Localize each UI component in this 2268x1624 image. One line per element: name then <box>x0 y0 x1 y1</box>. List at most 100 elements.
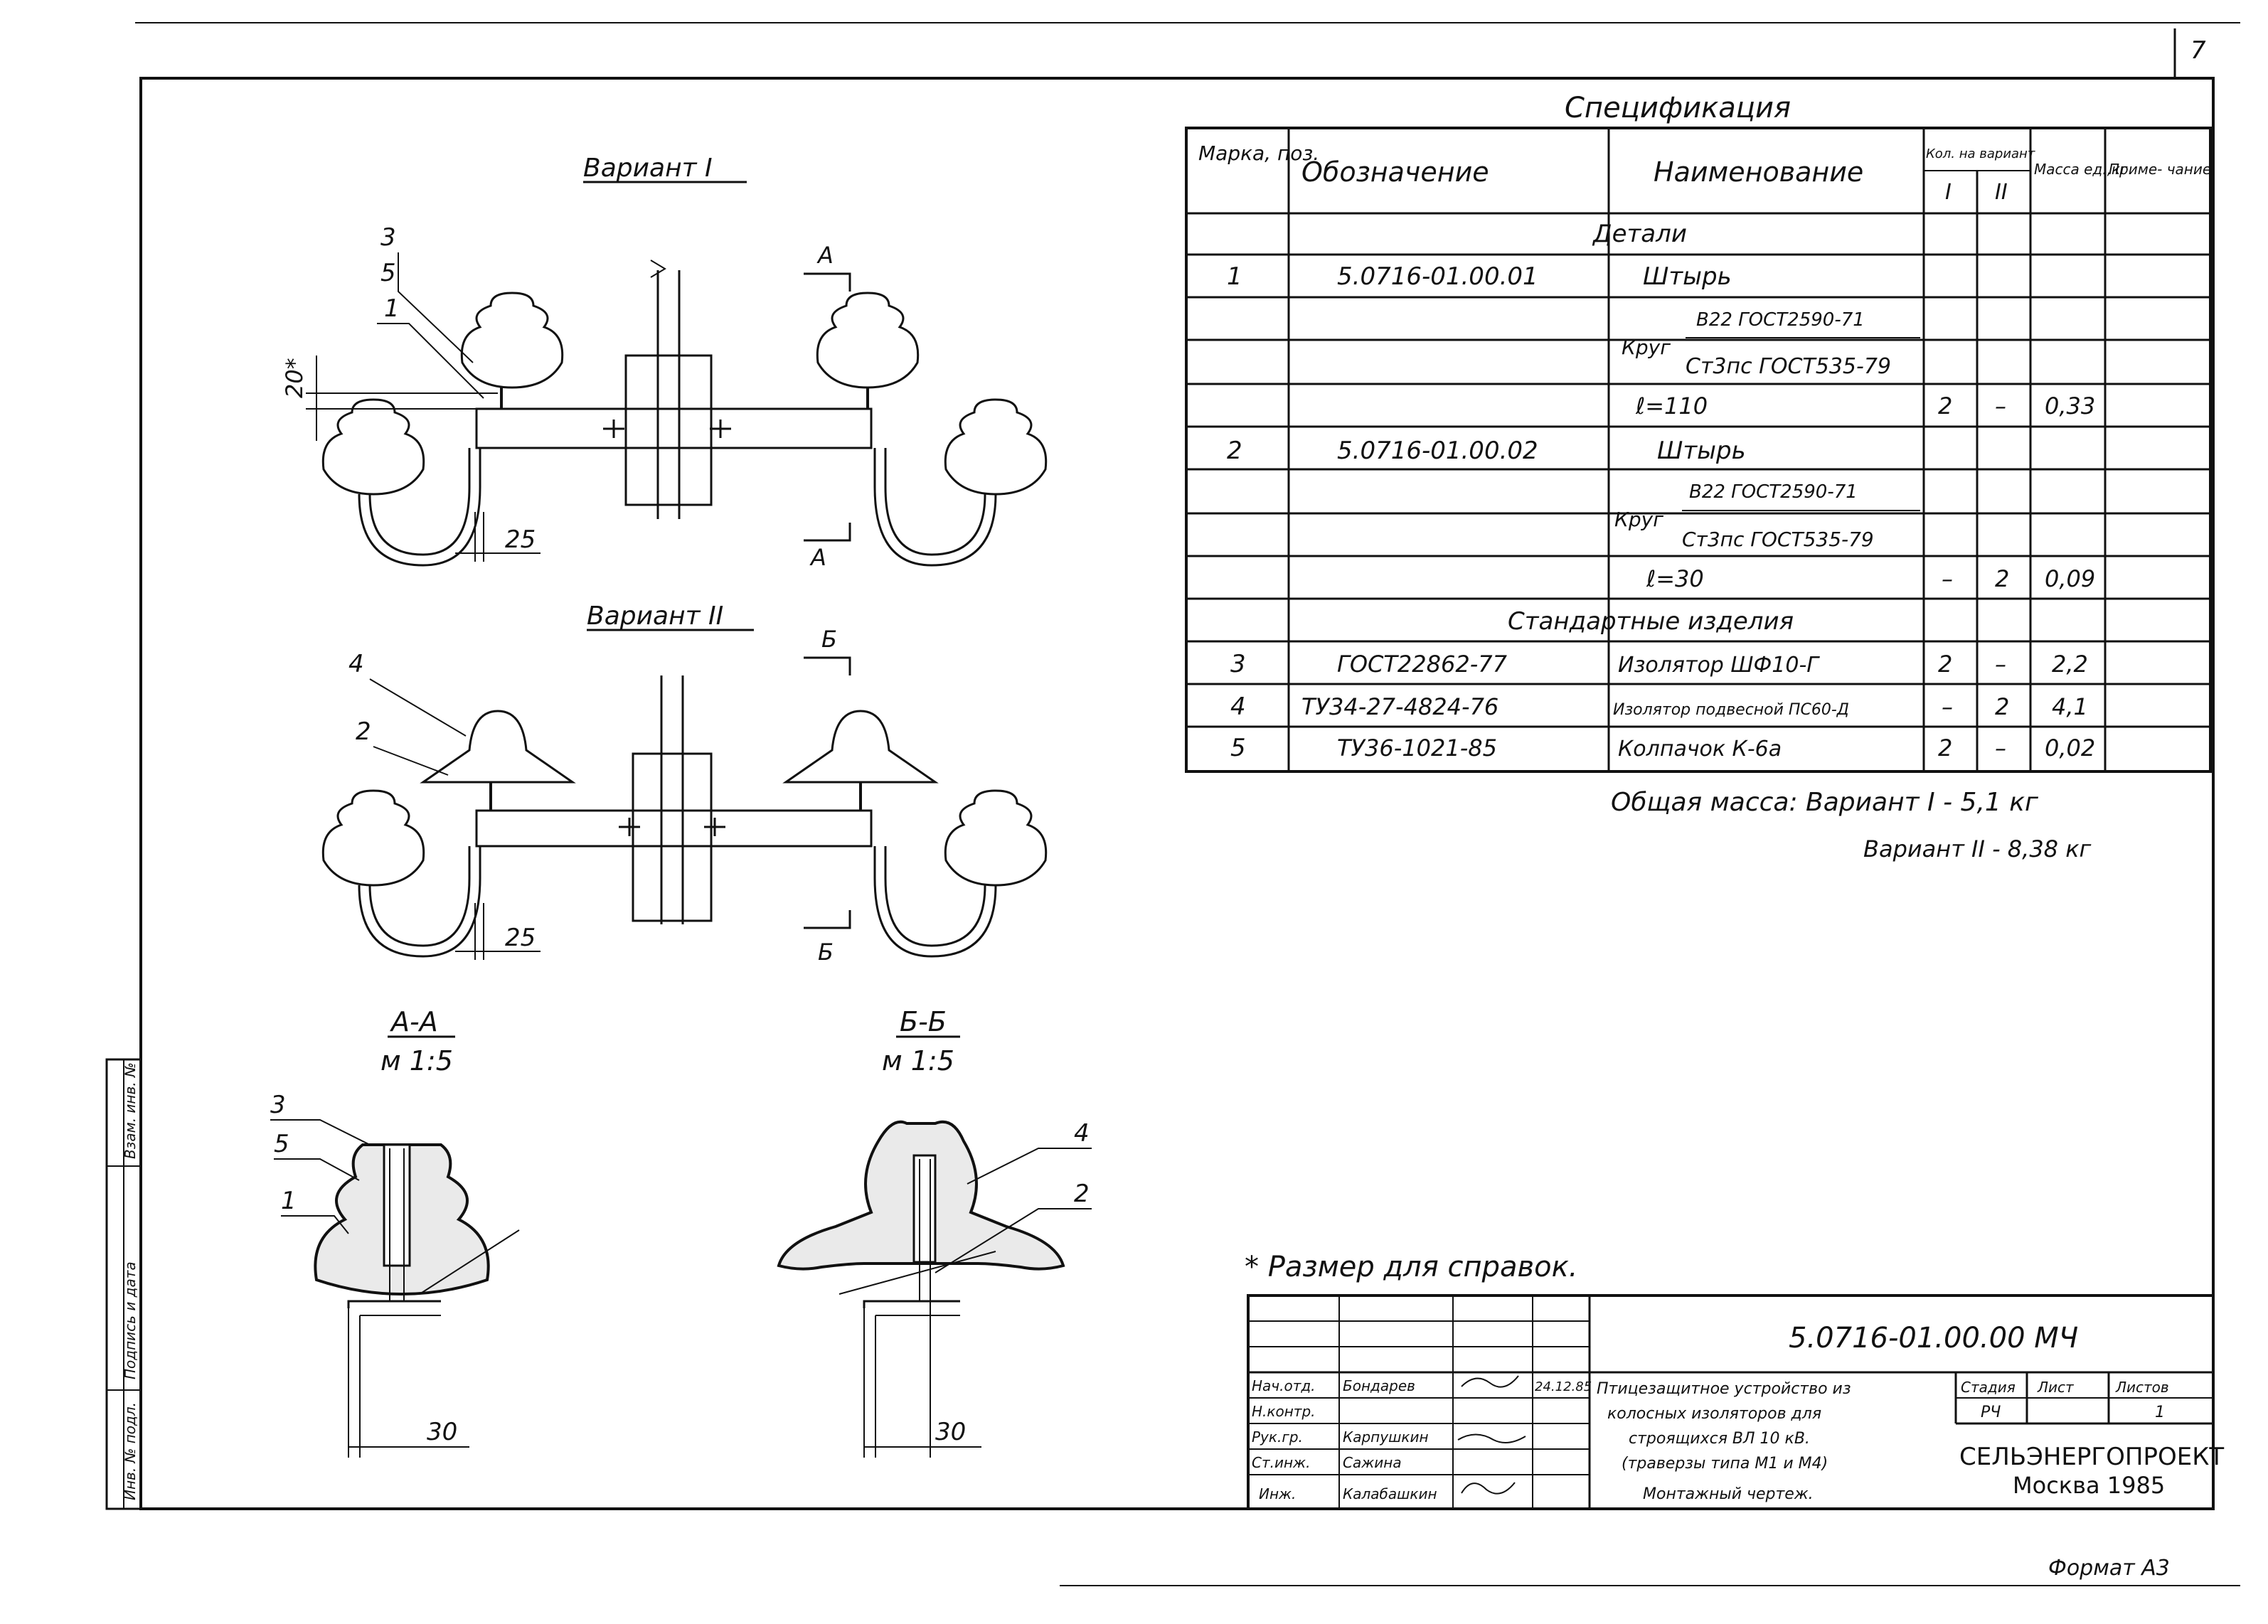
r7-designation: ГОСТ22862-77 <box>1337 651 1508 678</box>
callout-5-v1: 5 <box>380 259 396 287</box>
signature-1 <box>1461 1375 1519 1388</box>
section-bb-scale: м 1:5 <box>882 1045 954 1077</box>
cut-b-top: Б <box>821 626 837 653</box>
sheets-label: Листов <box>2115 1379 2169 1396</box>
r3-mass: 0,33 <box>2045 392 2095 420</box>
format-label: Формат А3 <box>2048 1556 2170 1581</box>
dim-25-v1: 25 <box>505 525 536 554</box>
r3-q2: – <box>1995 392 2006 420</box>
r8-mark: 4 <box>1230 693 1246 721</box>
callout-5-aa: 5 <box>274 1130 289 1158</box>
r1-mark: 1 <box>1227 262 1242 291</box>
callout-2-bb: 2 <box>1074 1180 1090 1208</box>
title-line-5: Монтажный чертеж. <box>1643 1485 1814 1503</box>
role-3: Рук.гр. <box>1252 1428 1303 1446</box>
role-5: Инж. <box>1259 1485 1296 1502</box>
section-bb-title: Б-Б <box>900 1006 947 1037</box>
krug-top-1: В22 ГОСТ2590-71 <box>1696 309 1865 331</box>
city-year: Москва 1985 <box>2013 1472 2165 1499</box>
title-line-4: (траверзы типа М1 и М4) <box>1622 1455 1828 1473</box>
org-name: СЕЛЬЭНЕРГОПРОЕКТ <box>1959 1443 2224 1471</box>
sign-date: 24.12.85 <box>1535 1379 1592 1394</box>
r9-q1: 2 <box>1938 734 1952 762</box>
r8-mass: 4,1 <box>2052 693 2088 720</box>
variant-2-title: Вариант II <box>587 602 723 631</box>
dim-30-bb: 30 <box>935 1418 966 1446</box>
r7-q1: 2 <box>1938 651 1952 678</box>
stamp-vzam: Взам. инв. № <box>122 1062 139 1159</box>
role-2: Н.контр. <box>1252 1403 1316 1420</box>
name-4: Сажина <box>1343 1454 1402 1471</box>
callout-4-v2: 4 <box>348 650 364 678</box>
hdr-name: Наименование <box>1654 156 1863 188</box>
title-block: 5.0716-01.00.00 МЧ Птицезащитное устройс… <box>1247 1294 2224 1510</box>
hdr-mark: Марка, поз. <box>1198 141 1319 165</box>
krug-label-2: Круг <box>1614 508 1663 531</box>
hdr-qty-2: II <box>1995 180 2008 205</box>
cut-a-top: А <box>816 242 834 269</box>
section-aa-title: А-А <box>389 1006 438 1037</box>
r6-q2: 2 <box>1995 565 2009 592</box>
sheets-value: 1 <box>2155 1404 2165 1421</box>
section-details: Детали <box>1592 220 1687 248</box>
title-line-2: колосных изоляторов для <box>1607 1405 1821 1423</box>
side-stamp: Инв. № подл. Подпись и дата Взам. инв. № <box>105 1058 142 1510</box>
r8-q2: 2 <box>1995 693 2009 720</box>
r3-name: ℓ=110 <box>1635 392 1708 420</box>
section-aa-view: А-А м 1:5 30 3 5 1 <box>270 1006 520 1458</box>
r3-q1: 2 <box>1938 392 1952 420</box>
callout-2-v2: 2 <box>356 717 371 746</box>
r9-designation: ТУ36-1021-85 <box>1337 734 1497 762</box>
doc-code: 5.0716-01.00.00 МЧ <box>1789 1322 2078 1355</box>
variant-1-title: Вариант I <box>583 154 713 183</box>
name-5: Калабашкин <box>1343 1485 1437 1502</box>
krug-top-2: В22 ГОСТ2590-71 <box>1689 481 1858 503</box>
r6-name: ℓ=30 <box>1646 565 1704 592</box>
section-standard: Стандартные изделия <box>1508 607 1794 636</box>
r4-name: Штырь <box>1657 437 1746 465</box>
title-line-3: строящихся ВЛ 10 кВ. <box>1629 1430 1810 1448</box>
hdr-designation: Обозначение <box>1301 156 1489 188</box>
total-mass-1: Общая масса: Вариант I - 5,1 кг <box>1611 788 2039 817</box>
r1-designation: 5.0716-01.00.01 <box>1337 262 1538 291</box>
stage-label: Стадия <box>1961 1379 2016 1396</box>
krug-bottom-1: Ст3пс ГОСТ535-79 <box>1686 354 1891 379</box>
callout-3-v1: 3 <box>380 223 396 252</box>
r4-mark: 2 <box>1227 437 1242 465</box>
r7-mass: 2,2 <box>2052 651 2088 678</box>
signature-5 <box>1461 1482 1516 1495</box>
cut-a-bottom: А <box>809 544 826 571</box>
r8-designation: ТУ34-27-4824-76 <box>1301 693 1498 720</box>
krug-bottom-2: Ст3пс ГОСТ535-79 <box>1682 528 1874 551</box>
title-line-1: Птицезащитное устройство из <box>1597 1380 1851 1398</box>
section-aa-scale: м 1:5 <box>380 1045 453 1077</box>
footnote: * Размер для справок. <box>1245 1251 1577 1283</box>
hdr-qty: Кол. на вариант <box>1926 146 2035 161</box>
r6-mass: 0,09 <box>2045 565 2095 592</box>
callout-3-aa: 3 <box>270 1091 286 1119</box>
krug-label-1: Круг <box>1622 336 1671 359</box>
r7-mark: 3 <box>1230 650 1246 678</box>
cut-b-bottom: Б <box>818 939 834 966</box>
page-number: 7 <box>2190 36 2206 65</box>
r9-name: Колпачок К-6а <box>1618 737 1782 762</box>
r8-name: Изолятор подвесной ПС60-Д <box>1613 701 1849 719</box>
name-3: Карпушкин <box>1343 1428 1429 1446</box>
stamp-inv: Инв. № подл. <box>122 1402 139 1500</box>
stamp-sign: Подпись и дата <box>122 1261 139 1379</box>
hdr-mass: Масса ед.,кг <box>2034 161 2128 178</box>
stage-value: РЧ <box>1981 1404 2001 1421</box>
r9-mass: 0,02 <box>2045 734 2095 762</box>
callout-1-aa: 1 <box>281 1187 297 1215</box>
r9-mark: 5 <box>1230 734 1246 762</box>
spec-title: Спецификация <box>1565 92 1791 124</box>
variant-2-view: Вариант II 25 4 2 Б Б <box>321 602 1048 966</box>
r6-q1: – <box>1942 565 1953 592</box>
dim-25-v2: 25 <box>505 924 536 952</box>
r1-name: Штырь <box>1643 262 1732 291</box>
total-mass-2: Вариант II - 8,38 кг <box>1863 835 2092 862</box>
section-bb-view: Б-Б м 1:5 30 4 2 <box>777 1006 1092 1458</box>
variant-1-view: Вариант I 20* 25 3 5 1 <box>281 154 1048 571</box>
callout-1-v1: 1 <box>384 294 400 323</box>
